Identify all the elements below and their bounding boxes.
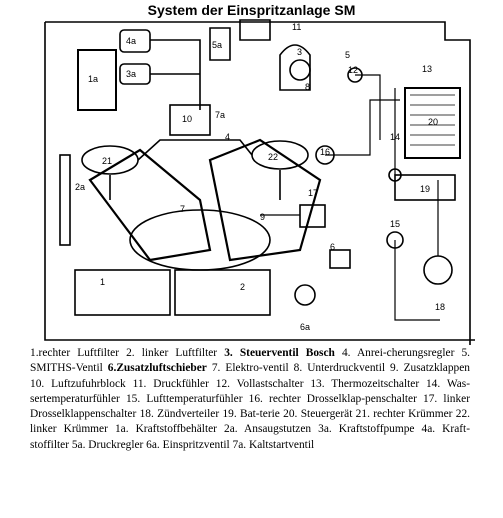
valve-7a	[239, 19, 271, 41]
label-8: 8	[305, 82, 310, 92]
label-1a: 1a	[88, 74, 98, 84]
label-7: 7	[180, 204, 185, 214]
label-1: 1	[100, 277, 105, 287]
label-14: 14	[390, 132, 400, 142]
fuel-tank-1a	[77, 49, 117, 111]
legend-part-5: 7. Elektro-ventil 8. Unterdruckventil 9.…	[30, 362, 470, 451]
label-3: 3	[297, 47, 302, 57]
label-15: 15	[390, 219, 400, 229]
label-5a: 5a	[212, 40, 222, 50]
engine-right-bank	[208, 138, 322, 262]
battery-19	[394, 174, 456, 201]
legend-text: 1.rechter Luftfilter 2. linker Luftfilte…	[30, 346, 470, 453]
valve-5a	[209, 27, 231, 61]
label-9: 9	[260, 212, 265, 222]
label-6: 6	[330, 242, 335, 252]
component-1	[74, 269, 171, 316]
label-4: 4	[225, 132, 230, 142]
component-2	[174, 269, 271, 316]
label-11: 11	[292, 22, 301, 32]
control-unit-20	[404, 87, 461, 159]
label-16: 16	[320, 147, 330, 157]
control-unit-hatch	[410, 94, 455, 146]
legend-part-4: 6.Zusatzluftschieber	[107, 362, 207, 375]
air-hoses	[109, 139, 281, 200]
sensor-17	[299, 204, 326, 228]
engine-crankcase	[129, 209, 271, 271]
legend-part-2: 3. Steuerventil Bosch	[224, 347, 335, 359]
fuel-tank-body	[59, 154, 71, 246]
sensor-11	[289, 59, 311, 81]
label-2a: 2a	[75, 182, 85, 192]
diagram-labels: 1 2 3 4 5 6 7 8 9 10 11 12 13 14 15 16 1…	[75, 22, 445, 332]
fuel-line	[150, 39, 201, 110]
label-21: 21	[102, 156, 112, 166]
label-10: 10	[182, 114, 192, 124]
label-7a: 7a	[215, 110, 225, 120]
legend-part-3: 4. Anrei-cherungsregler 5. SMITHS-Ventil	[30, 347, 470, 375]
label-6a: 6a	[300, 322, 310, 332]
valve-8	[279, 44, 311, 91]
legend-part-1: 1.rechter Luftfilter 2. linker Luftfilte…	[30, 347, 225, 359]
main-pipe-loop	[44, 21, 475, 345]
label-22: 22	[268, 152, 278, 162]
label-20: 20	[428, 117, 438, 127]
engine-left-bank	[88, 148, 212, 262]
label-17: 17	[308, 188, 318, 198]
valve-6	[329, 249, 351, 269]
distributor-18	[423, 255, 453, 285]
label-19: 19	[420, 184, 430, 194]
label-13: 13	[422, 64, 432, 74]
filter-4a	[119, 29, 151, 53]
label-18: 18	[435, 302, 445, 312]
label-12: 12	[348, 65, 358, 75]
label-2: 2	[240, 282, 245, 292]
diagram-title: System der Einspritzanlage SM	[147, 2, 356, 18]
injection-system-diagram: 1 2 3 4 5 6 7 8 9 10 11 12 13 14 15 16 1…	[44, 19, 475, 345]
label-5: 5	[345, 50, 350, 60]
label-4a: 4a	[126, 36, 136, 46]
control-block-10	[169, 104, 211, 136]
wiring-harness	[260, 74, 440, 321]
injector-6a	[294, 284, 316, 306]
label-3a: 3a	[126, 69, 136, 79]
manifold-22	[251, 140, 309, 170]
